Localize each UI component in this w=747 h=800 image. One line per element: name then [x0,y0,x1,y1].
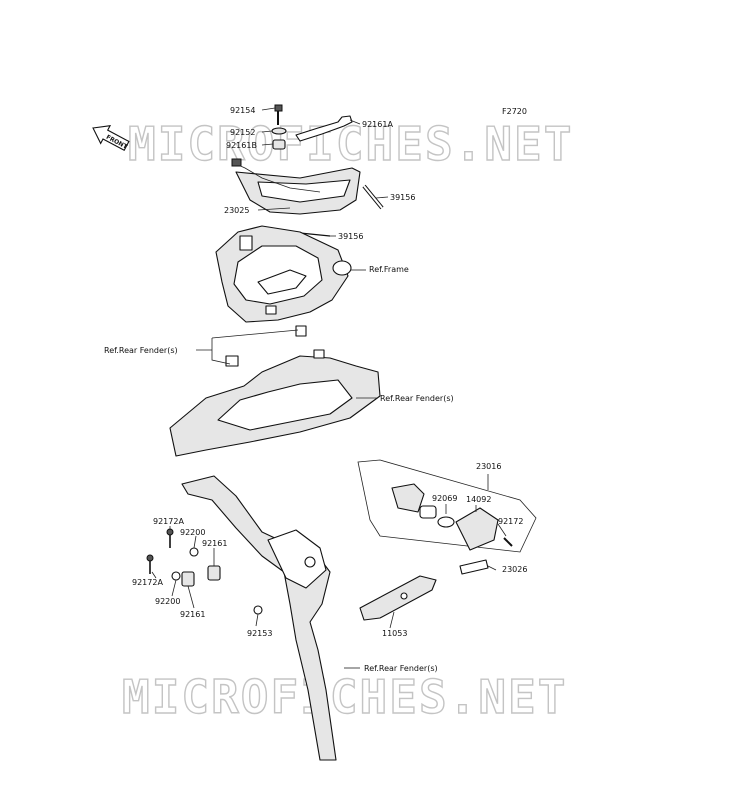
bracket-92161A-icon [295,115,353,142]
part-label-92172: 92172 [498,517,523,526]
ref-label-rear-fender-bottom: Ref.Rear Fender(s) [364,664,438,673]
front-arrow-icon: FRONT [92,125,130,151]
figure-code: F2720 [502,107,527,116]
part-label-92069: 92069 [432,494,457,503]
washer-92200-lower-icon [171,571,181,581]
tail-light-wire [235,163,321,193]
grommet-92161-upper-icon [207,565,221,581]
part-label-92200-lower: 92200 [155,597,180,606]
grommet-92161B-icon [272,139,286,150]
part-label-92200-upper: 92200 [180,528,205,537]
bulb-92069-icon [437,516,455,528]
ref-label-frame: Ref.Frame [369,265,409,274]
license-light-socket [391,483,425,513]
part-label-92154: 92154 [230,106,255,115]
watermark-bottom: MICROFICHES.NET [122,670,567,724]
washer-92200-upper-icon [189,547,199,557]
part-label-92153: 92153 [247,629,272,638]
part-label-92172A-lower: 92172A [132,578,163,587]
part-label-39156-b: 39156 [338,232,363,241]
grommet-92161-lower-icon [181,571,195,587]
ref-label-rear-fender-left: Ref.Rear Fender(s) [104,346,178,355]
part-label-92161B: 92161B [226,141,257,150]
ref-label-rear-fender-right: Ref.Rear Fender(s) [380,394,454,403]
license-light-box-outline [357,459,537,553]
bracket-11053-icon [359,575,437,621]
nut-92153-icon [253,605,263,615]
part-label-23026: 23026 [502,565,527,574]
part-label-23025: 23025 [224,206,249,215]
part-label-92152: 92152 [230,128,255,137]
bolt-92172A-upper-icon [166,528,174,548]
part-label-92161-lower: 92161 [180,610,205,619]
part-label-92161A: 92161A [362,120,393,129]
part-label-14092: 14092 [466,495,491,504]
part-label-11053: 11053 [382,629,407,638]
part-label-39156-a: 39156 [390,193,415,202]
part-label-23016: 23016 [476,462,501,471]
part-label-92172A-upper: 92172A [153,517,184,526]
reflector-23026-icon [459,559,489,575]
part-label-92161-upper: 92161 [202,539,227,548]
watermark-top: MICROFICHES.NET [128,117,573,171]
washer-92152-icon [271,127,287,135]
lens-14092-icon [455,507,499,551]
bolt-92172A-lower-icon [146,554,154,574]
